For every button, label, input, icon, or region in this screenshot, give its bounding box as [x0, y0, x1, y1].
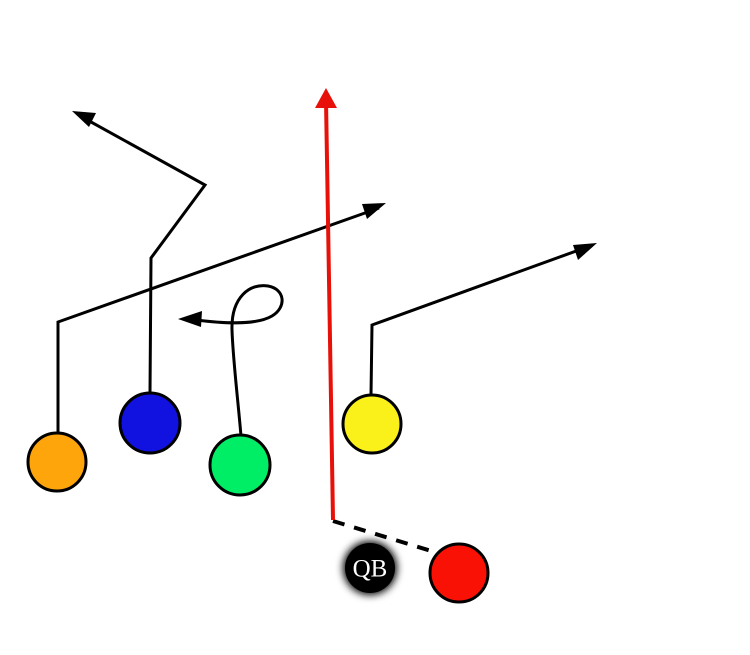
red-route-line	[324, 99, 335, 521]
green-route-arrowhead	[178, 311, 202, 327]
green-route-line	[195, 284, 284, 437]
orange-route-arrowhead	[362, 203, 386, 219]
orange-route[interactable]	[56, 203, 386, 433]
green-player[interactable]	[208, 433, 272, 497]
routes-layer	[56, 88, 597, 555]
blue-route-arrowhead	[72, 111, 96, 127]
red-route-arrowhead	[315, 88, 337, 108]
yellow-route-arrowhead	[573, 243, 597, 260]
green-route[interactable]	[178, 284, 284, 437]
handoff-dashed-line[interactable]	[332, 519, 439, 555]
blue-route[interactable]	[72, 111, 208, 394]
orange-player[interactable]	[26, 431, 88, 493]
blue-route-line	[81, 115, 208, 394]
red-player[interactable]	[428, 542, 490, 604]
yellow-route-line	[369, 244, 591, 396]
orange-route-line	[56, 206, 380, 433]
yellow-route[interactable]	[369, 243, 597, 396]
handoff-line-path	[332, 519, 439, 555]
quarterback-body	[345, 543, 395, 593]
red-route[interactable]	[315, 88, 337, 521]
quarterback-label: QB	[353, 556, 388, 583]
quarterback[interactable]: QB	[343, 541, 397, 595]
blue-player[interactable]	[118, 391, 182, 455]
yellow-player[interactable]	[341, 393, 403, 455]
players-layer: QB	[26, 391, 490, 604]
